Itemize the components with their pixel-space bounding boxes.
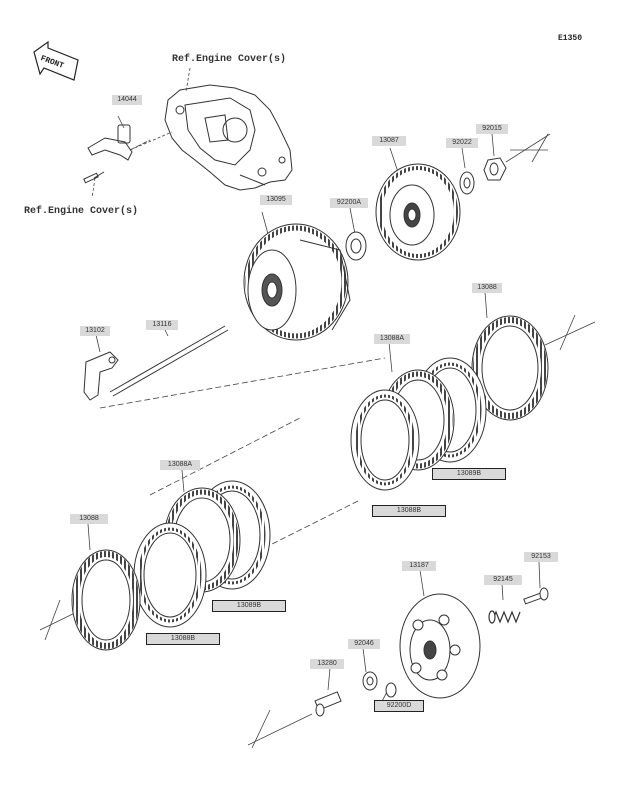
spring-drawing — [488, 610, 521, 624]
part-label-92153[interactable]: 92153 — [524, 552, 558, 562]
part-label-13089b-top[interactable]: 13089B — [432, 468, 506, 480]
pressure-plate-drawing — [399, 593, 481, 699]
steel-plate-13088b-top-drawing — [350, 389, 420, 491]
part-label-13088a-mid[interactable]: 13088A — [160, 460, 200, 470]
push-lever-13102-drawing — [83, 351, 119, 401]
part-label-13187[interactable]: 13187 — [402, 561, 436, 571]
part-label-92046[interactable]: 92046 — [348, 639, 380, 649]
washer-92022-drawing — [459, 171, 475, 195]
part-label-92145[interactable]: 92145 — [484, 575, 522, 585]
clutch-housing-drawing — [243, 223, 351, 341]
part-label-13116[interactable]: 13116 — [146, 320, 178, 330]
friction-plate-13088-top-drawing — [471, 315, 549, 421]
part-label-13087[interactable]: 13087 — [372, 136, 406, 146]
part-label-13088a-top[interactable]: 13088A — [374, 334, 410, 344]
clutch-hub-drawing — [375, 163, 461, 261]
part-label-14044[interactable]: 14044 — [112, 95, 142, 105]
part-label-92022[interactable]: 92022 — [446, 138, 478, 148]
nut-92015-drawing — [483, 157, 507, 181]
part-label-13280[interactable]: 13280 — [310, 659, 344, 669]
part-label-13088b-left[interactable]: 13088B — [146, 633, 220, 645]
part-label-13102[interactable]: 13102 — [80, 326, 110, 336]
washer-92046-drawing — [362, 671, 378, 691]
part-label-92200d[interactable]: 92200D — [374, 700, 424, 712]
ref-engine-cover-top: Ref.Engine Cover(s) — [172, 54, 287, 65]
part-label-13089b-mid[interactable]: 13089B — [212, 600, 286, 612]
part-label-92200a[interactable]: 92200A — [330, 198, 368, 208]
leader-lines — [39, 67, 596, 749]
pin-13280-drawing — [314, 691, 342, 717]
part-label-13095[interactable]: 13095 — [260, 195, 292, 205]
front-arrow-icon — [33, 40, 79, 81]
part-label-13088-top[interactable]: 13088 — [472, 283, 502, 293]
diagram-code: E1350 — [558, 34, 583, 43]
push-rod-drawing — [109, 325, 229, 397]
part-label-13088b-top[interactable]: 13088B — [372, 505, 446, 517]
steel-plate-13088b-left-drawing — [133, 522, 207, 628]
friction-plate-13088-left-drawing — [71, 549, 141, 651]
part-label-13088-left[interactable]: 13088 — [70, 514, 108, 524]
part-label-92015[interactable]: 92015 — [476, 124, 508, 134]
engine-cover-drawing — [164, 84, 293, 191]
ref-engine-cover-left: Ref.Engine Cover(s) — [24, 206, 139, 217]
release-lever-drawing — [83, 124, 133, 184]
bolt-92153-drawing — [523, 587, 549, 605]
bearing-92200d-drawing — [385, 682, 397, 698]
bearing-92200a-drawing — [345, 231, 367, 261]
